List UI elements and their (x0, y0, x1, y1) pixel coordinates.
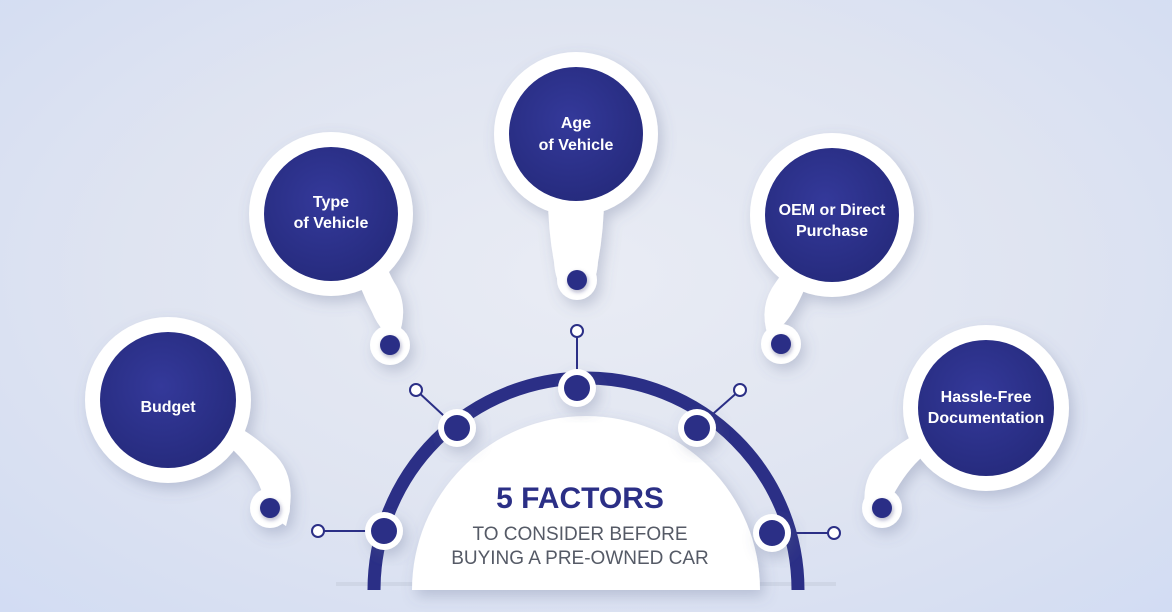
factor-label-oem-line1: OEM or Direct (779, 202, 886, 219)
factor-label-type-line1: Type (313, 194, 349, 211)
pin-dot-budget (260, 498, 280, 518)
arc-node-budget (365, 512, 403, 550)
factor-label-age-line2: of Vehicle (539, 137, 614, 154)
arc-node-type (438, 409, 476, 447)
factor-label-age-line1: Age (561, 115, 591, 132)
connector-ring-age (570, 324, 584, 338)
connector-ring-budget (311, 524, 325, 538)
factor-pin-hassle: Hassle-Free Documentation (862, 325, 1069, 528)
arc-nodes (365, 369, 791, 552)
connector-ring-hassle (827, 526, 841, 540)
center-subtitle-line2: BUYING A PRE-OWNED CAR (451, 548, 709, 569)
center-title: 5 FACTORS (496, 482, 664, 515)
center-subtitle-line1: TO CONSIDER BEFORE (472, 524, 687, 545)
factor-badge-type (264, 147, 398, 281)
center-dome (412, 416, 760, 590)
arc-node-oem (678, 409, 716, 447)
factor-pin-age: Age of Vehicle (494, 52, 658, 300)
factor-label-hassle-line1: Hassle-Free (941, 389, 1032, 406)
factor-badge-age (509, 67, 643, 201)
factor-label-type-line2: of Vehicle (294, 215, 369, 232)
factor-badge-hassle (918, 340, 1054, 476)
arc-node-age (558, 369, 596, 407)
factor-badge-oem (765, 148, 899, 282)
pin-dot-age (567, 270, 587, 290)
factor-label-budget: Budget (140, 399, 196, 416)
connector-ring-oem (733, 383, 747, 397)
connector-ring-type (409, 383, 423, 397)
factor-pin-budget: Budget (85, 317, 291, 528)
arc-node-hassle (753, 514, 791, 552)
factor-badge-budget (100, 332, 236, 468)
factor-label-oem-line2: Purchase (796, 223, 868, 240)
factor-pin-oem: OEM or Direct Purchase (750, 133, 914, 364)
factor-label-hassle-line2: Documentation (928, 410, 1044, 427)
factor-pin-type: Type of Vehicle (249, 132, 413, 365)
pin-dot-hassle (872, 498, 892, 518)
pin-dot-oem (771, 334, 791, 354)
pin-dot-type (380, 335, 400, 355)
